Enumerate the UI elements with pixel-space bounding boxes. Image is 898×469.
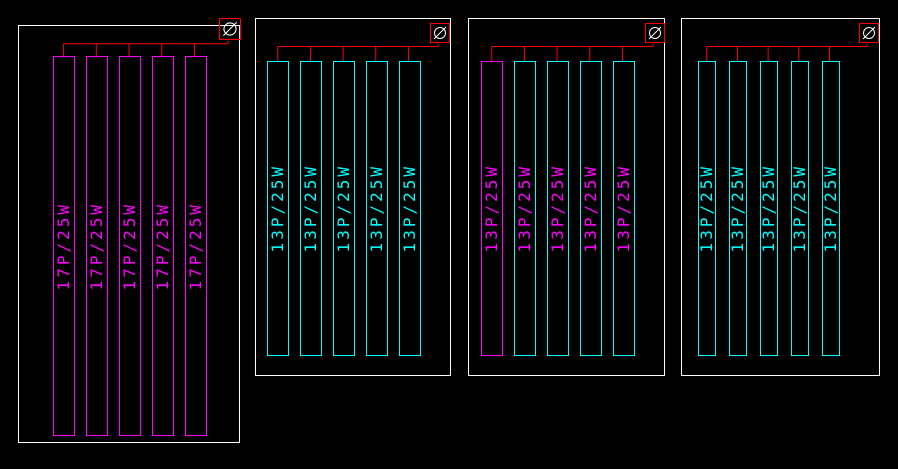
pv-string-rect: 17P/25W bbox=[119, 56, 141, 436]
pv-string-rect: 13P/25W bbox=[790, 61, 809, 356]
pv-array-group-3-frame: 13P/25W 13P/25W 13P/25W 13P/25W 13P/25W bbox=[468, 18, 665, 376]
breaker-meter-icon bbox=[219, 18, 241, 40]
pv-string-rect: 13P/25W bbox=[547, 61, 569, 356]
pv-string-rect: 13P/25W bbox=[821, 61, 840, 356]
pv-string-label: 17P/25W bbox=[54, 201, 73, 291]
pv-string-rect: 13P/25W bbox=[333, 61, 355, 356]
pv-string-label: 13P/25W bbox=[548, 164, 567, 253]
pv-array-group-1-frame: 17P/25W 17P/25W 17P/25W 17P/25W 17P/25W bbox=[18, 18, 241, 443]
pv-array-group-2-frame: 13P/25W 13P/25W 13P/25W 13P/25W 13P/25W bbox=[255, 18, 451, 376]
pv-string-label: 13P/25W bbox=[821, 164, 840, 253]
icon-slash bbox=[433, 26, 447, 40]
pv-string-label: 17P/25W bbox=[87, 201, 106, 291]
pv-string-rect: 13P/25W bbox=[613, 61, 635, 356]
icon-circle bbox=[434, 27, 446, 39]
pv-string-rect: 13P/25W bbox=[728, 61, 747, 356]
pv-string-rect: 13P/25W bbox=[300, 61, 322, 356]
pv-string-label: 13P/25W bbox=[759, 164, 778, 253]
pv-string-label: 17P/25W bbox=[120, 201, 139, 291]
icon-slash bbox=[223, 22, 237, 36]
icon-box bbox=[430, 23, 450, 43]
pv-string-label: 13P/25W bbox=[367, 164, 386, 253]
pv-string-label: 13P/25W bbox=[790, 164, 809, 253]
pv-string-label: 13P/25W bbox=[728, 164, 747, 253]
pv-string-label: 13P/25W bbox=[697, 164, 716, 253]
pv-string-label: 13P/25W bbox=[482, 164, 501, 253]
pv-string-rect: 13P/25W bbox=[399, 61, 421, 356]
pv-string-label: 17P/25W bbox=[186, 201, 205, 291]
pv-string-label: 13P/25W bbox=[614, 164, 633, 253]
pv-string-rect: 13P/25W bbox=[481, 61, 503, 356]
icon-slash bbox=[648, 26, 662, 40]
icon-box bbox=[645, 23, 665, 43]
icon-circle bbox=[649, 27, 661, 39]
pv-string-label: 13P/25W bbox=[334, 164, 353, 253]
icon-circle bbox=[863, 27, 875, 39]
pv-string-label: 13P/25W bbox=[268, 164, 287, 253]
pv-string-rect: 13P/25W bbox=[514, 61, 536, 356]
icon-slash bbox=[862, 26, 876, 40]
icon-box bbox=[859, 23, 879, 43]
pv-string-rect: 13P/25W bbox=[580, 61, 602, 356]
pv-string-label: 17P/25W bbox=[153, 201, 172, 291]
pv-string-rect: 13P/25W bbox=[267, 61, 289, 356]
pv-string-rect: 17P/25W bbox=[152, 56, 174, 436]
pv-string-rect: 13P/25W bbox=[366, 61, 388, 356]
pv-string-label: 13P/25W bbox=[581, 164, 600, 253]
breaker-meter-icon bbox=[645, 23, 665, 43]
pv-string-rect: 13P/25W bbox=[759, 61, 778, 356]
pv-string-rect: 17P/25W bbox=[86, 56, 108, 436]
pv-string-rect: 13P/25W bbox=[697, 61, 716, 356]
pv-array-group-4-frame: 13P/25W 13P/25W 13P/25W 13P/25W 13P/25W bbox=[681, 18, 880, 376]
breaker-meter-icon bbox=[430, 23, 450, 43]
pv-string-rect: 17P/25W bbox=[185, 56, 207, 436]
icon-box bbox=[219, 18, 241, 40]
pv-string-label: 13P/25W bbox=[400, 164, 419, 253]
pv-string-label: 13P/25W bbox=[515, 164, 534, 253]
breaker-meter-icon bbox=[859, 23, 879, 43]
pv-string-rect: 17P/25W bbox=[53, 56, 75, 436]
pv-string-label: 13P/25W bbox=[301, 164, 320, 253]
icon-circle bbox=[223, 22, 237, 36]
